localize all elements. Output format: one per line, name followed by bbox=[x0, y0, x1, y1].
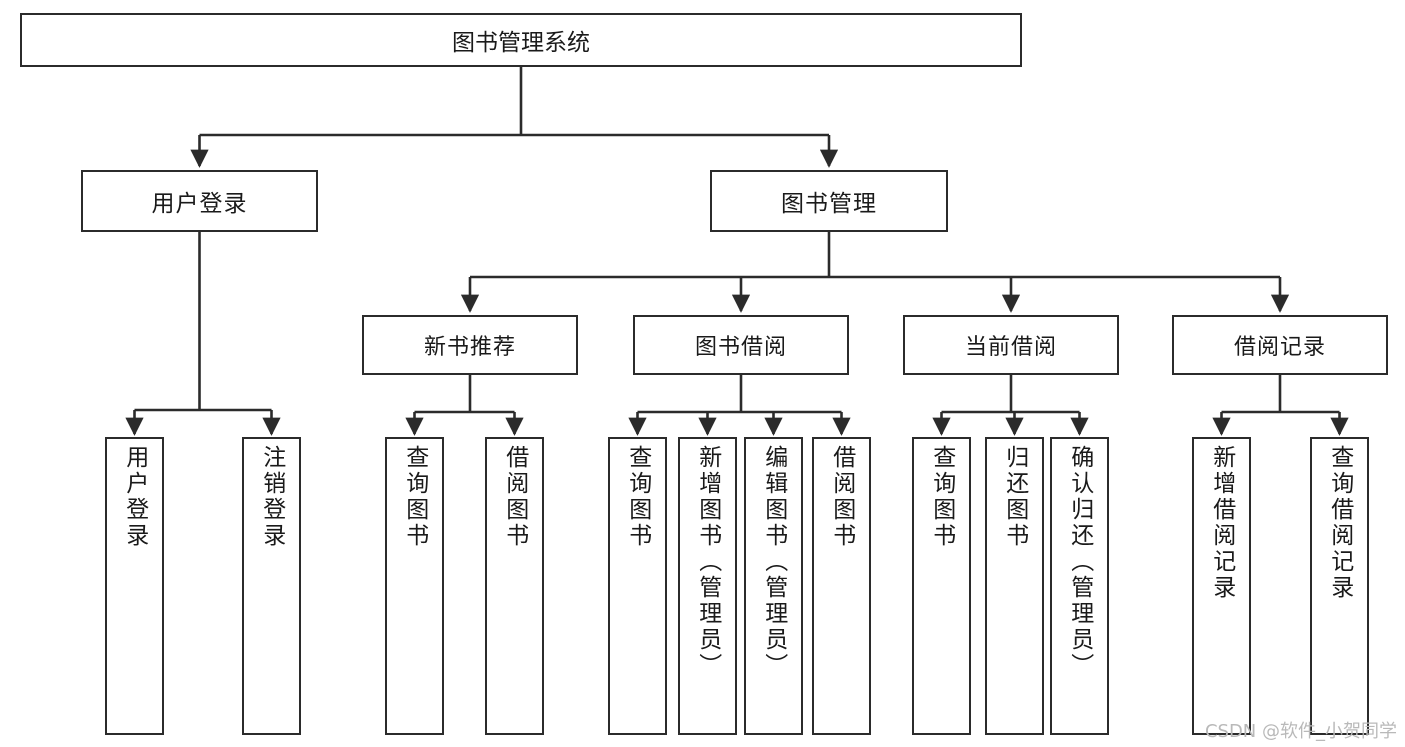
node-label: 注销登录 bbox=[258, 445, 285, 549]
node-label: 查询图书 bbox=[624, 445, 651, 549]
node-leaf-4-查询图书[interactable]: 查询图书 bbox=[608, 437, 667, 735]
node-label: 用户登录 bbox=[121, 445, 148, 549]
node-l2-图书借阅[interactable]: 图书借阅 bbox=[633, 315, 849, 375]
node-l2-新书推荐[interactable]: 新书推荐 bbox=[362, 315, 578, 375]
node-leaf-0-用户登录[interactable]: 用户登录 bbox=[105, 437, 164, 735]
node-label: 查询借阅记录 bbox=[1326, 445, 1353, 601]
node-leaf-7-借阅图书[interactable]: 借阅图书 bbox=[812, 437, 871, 735]
node-leaf-10-确认归还（管理员）[interactable]: 确认归还（管理员） bbox=[1050, 437, 1109, 735]
node-label: 编辑图书（管理员） bbox=[760, 445, 787, 679]
node-label: 图书借阅 bbox=[694, 335, 787, 360]
node-label: 用户登录 bbox=[151, 191, 248, 217]
node-root-图书管理系统[interactable]: 图书管理系统 bbox=[20, 13, 1022, 67]
node-label: 图书管理 bbox=[781, 191, 877, 217]
node-label: 查询图书 bbox=[401, 445, 428, 549]
node-label: 借阅图书 bbox=[828, 445, 855, 549]
node-leaf-11-新增借阅记录[interactable]: 新增借阅记录 bbox=[1192, 437, 1251, 735]
node-label: 新增图书（管理员） bbox=[694, 445, 721, 679]
node-label: 新书推荐 bbox=[423, 335, 516, 360]
node-leaf-12-查询借阅记录[interactable]: 查询借阅记录 bbox=[1310, 437, 1369, 735]
node-leaf-3-借阅图书[interactable]: 借阅图书 bbox=[485, 437, 544, 735]
node-leaf-9-归还图书[interactable]: 归还图书 bbox=[985, 437, 1044, 735]
node-label: 新增借阅记录 bbox=[1208, 445, 1235, 601]
node-leaf-1-注销登录[interactable]: 注销登录 bbox=[242, 437, 301, 735]
node-l2-借阅记录[interactable]: 借阅记录 bbox=[1172, 315, 1388, 375]
node-label: 借阅记录 bbox=[1233, 335, 1326, 360]
node-leaf-8-查询图书[interactable]: 查询图书 bbox=[912, 437, 971, 735]
node-label: 归还图书 bbox=[1001, 445, 1028, 549]
node-label: 借阅图书 bbox=[501, 445, 528, 549]
node-l1-图书管理[interactable]: 图书管理 bbox=[710, 170, 948, 232]
node-l2-当前借阅[interactable]: 当前借阅 bbox=[903, 315, 1119, 375]
node-label: 确认归还（管理员） bbox=[1066, 445, 1093, 679]
node-leaf-6-编辑图书（管理员）[interactable]: 编辑图书（管理员） bbox=[744, 437, 803, 735]
node-label: 当前借阅 bbox=[964, 335, 1057, 360]
node-label: 图书管理系统 bbox=[452, 30, 590, 56]
node-leaf-2-查询图书[interactable]: 查询图书 bbox=[385, 437, 444, 735]
node-leaf-5-新增图书（管理员）[interactable]: 新增图书（管理员） bbox=[678, 437, 737, 735]
node-label: 查询图书 bbox=[928, 445, 955, 549]
node-l1-用户登录[interactable]: 用户登录 bbox=[81, 170, 318, 232]
